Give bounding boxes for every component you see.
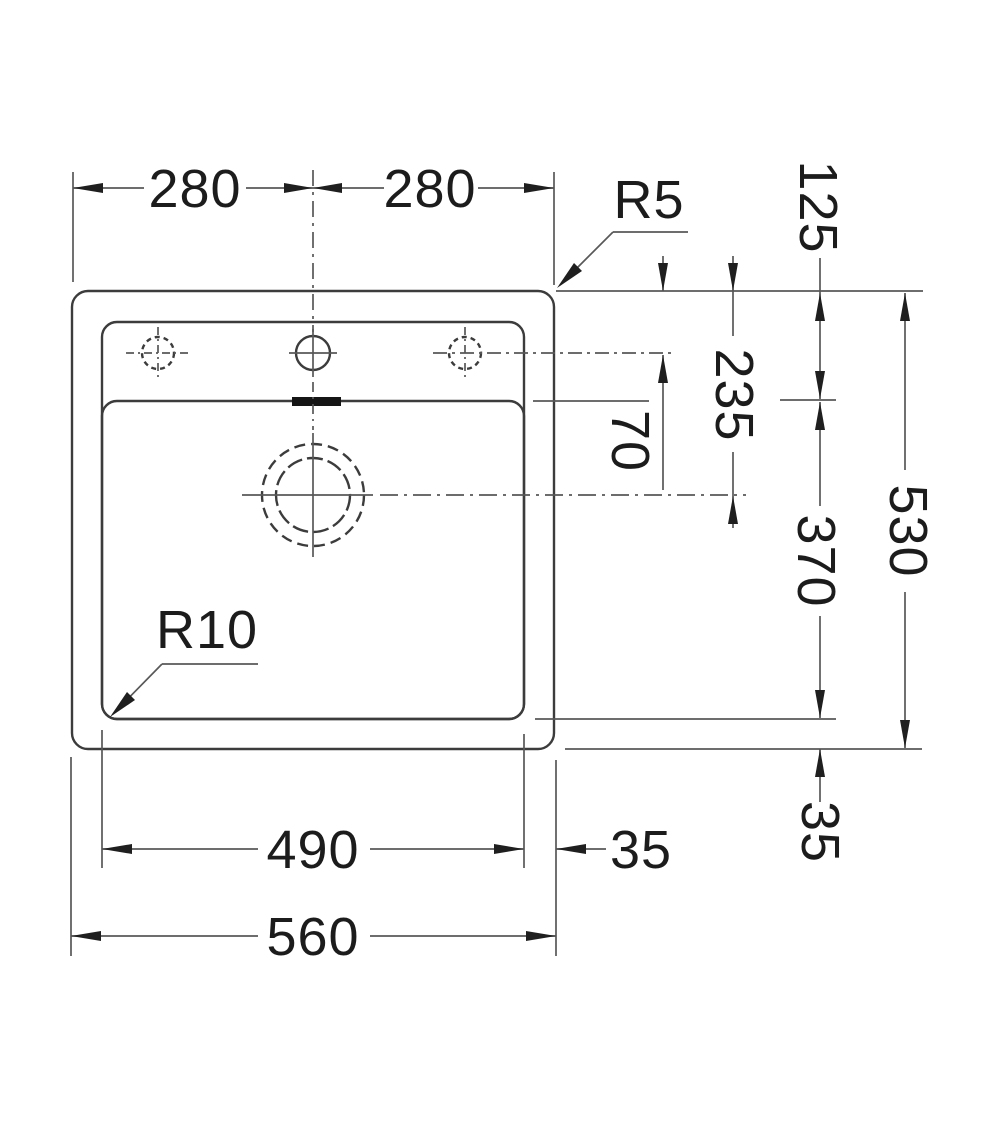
arrowhead-down [658,263,668,291]
dim-label-125: 125 [788,160,848,253]
dimensions-right-side: 70 235 125 370 [533,160,938,863]
arrowhead-up [815,749,825,777]
arrowhead-down [815,690,825,718]
dimension-235: 235 [704,256,764,528]
leader-arrowhead [110,692,135,717]
arrowhead-up [900,293,910,321]
dimension-35-horizontal: 35 [556,820,672,880]
radius-label-r5: R5 [613,170,684,230]
overflow-mark [292,397,341,406]
arrowhead-up [815,293,825,321]
dimension-490: 490 [102,820,524,880]
dim-label-70: 70 [600,410,660,472]
dim-label-280-right: 280 [383,159,476,219]
dimension-35-vertical: 35 [790,749,850,863]
dim-label-280-left: 280 [148,159,241,219]
callout-r10: R10 [110,600,258,717]
arrowhead-left [71,931,101,941]
dim-label-560: 560 [266,907,359,967]
radius-label-r10: R10 [156,600,258,660]
sink-outer-rim [70,289,556,751]
dimension-530: 530 [878,293,938,748]
dim-label-35-vertical: 35 [790,801,850,863]
dimension-top-280: 280 280 [72,159,555,332]
sink-outline [70,289,556,751]
arrowhead-center-left [313,183,342,193]
drain [242,382,746,557]
callout-r5: R5 [557,170,688,288]
arrowhead-down [728,263,738,291]
dim-label-35-horizontal: 35 [610,820,672,880]
tap-holes [126,327,672,379]
dimension-370: 370 [786,402,846,718]
arrowhead-down [815,371,825,399]
arrowhead-left [102,844,132,854]
arrowhead-down [900,720,910,748]
arrowhead-center-right [284,183,313,193]
arrowhead-up [658,355,668,383]
arrowhead-up [815,402,825,430]
arrowhead-right [494,844,524,854]
dimension-70: 70 [600,256,668,490]
leader-arrowhead [557,263,582,288]
arrowhead-left [73,183,103,193]
dimension-560: 560 [71,907,556,967]
arrowhead-up [728,496,738,524]
dim-label-490: 490 [266,820,359,880]
dimension-125: 125 [788,160,848,399]
dim-label-370: 370 [786,514,846,607]
arrowhead-left [556,844,586,854]
arrowhead-right [526,931,556,941]
dim-label-530: 530 [878,484,938,577]
dimensions-bottom: 490 35 560 [70,730,672,967]
arrowhead-right [524,183,554,193]
dim-label-235: 235 [704,348,764,441]
